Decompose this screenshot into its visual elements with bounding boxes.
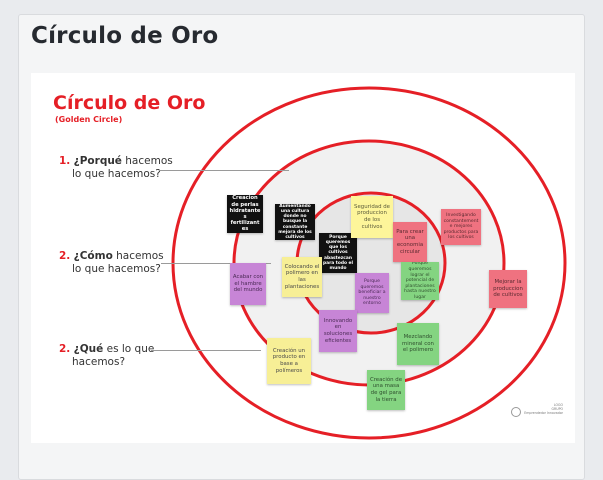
leader-line-how: [161, 263, 271, 264]
sticky-note: Investigando constantemente mejores prod…: [441, 209, 481, 245]
sticky-note: Creacion de perlas hidratantes fertiliza…: [227, 195, 263, 233]
sticky-note: Aumentando una cultura donde no busque l…: [275, 204, 315, 240]
sticky-note: Mejorar la produccion de cultivos: [489, 270, 527, 308]
leader-line-what: [151, 350, 261, 351]
question-why: 1. ¿Porqué hacemos lo que hacemos?: [59, 155, 173, 180]
golden-circle-image: Círculo de Oro (Golden Circle) 1. ¿Porqu…: [31, 73, 575, 443]
sticky-note: Para crear una economia circular: [393, 222, 427, 262]
sticky-note: Colocando el polimero en las plantacione…: [282, 257, 322, 297]
footer-credit: LOGO GRUPO Emprendedor Innovador: [524, 403, 563, 415]
sticky-note: Porque queremos beneficiar a nuestro ent…: [355, 273, 389, 313]
question-what: 2. ¿Qué es lo que hacemos?: [59, 343, 155, 368]
board-title: Círculo de Oro: [53, 92, 206, 114]
content-card: Círculo de Oro Círculo de Oro (Golden Ci…: [18, 14, 585, 480]
sticky-note: Porque queremos que los cultivos abastez…: [319, 233, 357, 273]
sticky-note: Acabar con el hambre del mundo: [230, 263, 266, 305]
leader-line-why: [159, 170, 289, 171]
logo-icon: [511, 407, 521, 417]
sticky-note: Creación de una masa de gel para la tier…: [367, 370, 405, 410]
sticky-note: Innovando en soluciones eficientes: [319, 310, 357, 352]
question-how: 2. ¿Cómo hacemos lo que hacemos?: [59, 250, 164, 275]
sticky-note: Seguridad de produccion de los cultivos: [351, 196, 393, 238]
sticky-note: Creación un producto en base a polímeros: [267, 338, 311, 384]
sticky-note: Porque queremos lograr el potencial de p…: [401, 262, 439, 300]
page-title: Círculo de Oro: [31, 23, 219, 49]
board-subtitle: (Golden Circle): [55, 115, 123, 124]
sticky-note: Mezclando mineral con el polimero: [397, 323, 439, 365]
